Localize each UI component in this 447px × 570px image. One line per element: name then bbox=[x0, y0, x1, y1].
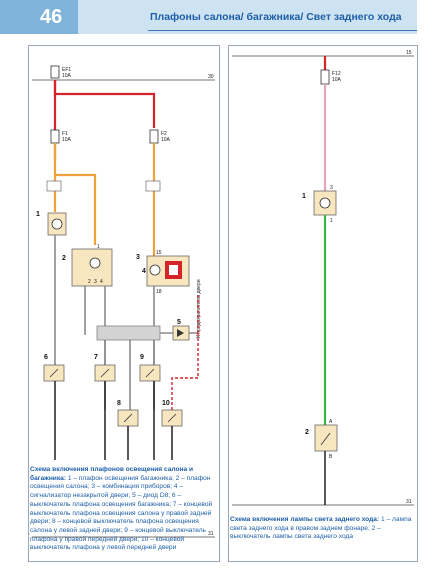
right-caption-text: 1 – лампа света заднего хода в правом за… bbox=[230, 516, 412, 541]
fuse-f12-id: F12 bbox=[332, 71, 341, 77]
header-rule bbox=[148, 30, 417, 31]
pin-2-a: 2 bbox=[88, 279, 91, 285]
left-bottom-bus-label: 31 bbox=[208, 531, 214, 537]
fuse-f12-rating: 10A bbox=[332, 77, 342, 83]
pin-r2-a: A bbox=[329, 419, 333, 425]
pin-3-28: 15 bbox=[156, 250, 162, 256]
wire-orange-2 bbox=[55, 173, 97, 245]
label-component-8: 8 bbox=[117, 400, 121, 407]
wire-red-main bbox=[53, 80, 156, 128]
header-bar bbox=[78, 0, 417, 34]
page-title: Плафоны салона/ багажника/ Свет заднего … bbox=[150, 11, 402, 23]
fuse-f12 bbox=[320, 69, 330, 85]
label-component-6: 6 bbox=[44, 354, 48, 361]
pin-r1-3: 3 bbox=[330, 185, 333, 191]
left-caption-title: Схема включения плафонов освещения салон… bbox=[30, 466, 194, 482]
left-caption-text: 1 – плафон освещения багажника; 2 – плаф… bbox=[30, 474, 213, 552]
fuse-ef1-id: EF1 bbox=[62, 67, 71, 73]
left-top-bus-label: 30 bbox=[208, 74, 214, 80]
label-right-component-1: 1 bbox=[302, 193, 306, 200]
left-caption: Схема включения плафонов освещения салон… bbox=[30, 466, 220, 553]
connector-2 bbox=[145, 180, 161, 192]
pin-r2-b: B bbox=[329, 454, 333, 460]
label-right-component-2: 2 bbox=[305, 429, 309, 436]
harness-label: К предохранителю двери bbox=[196, 279, 202, 338]
wires-grey bbox=[54, 235, 155, 410]
label-component-7: 7 bbox=[94, 354, 98, 361]
wire-red-dashed-2 bbox=[171, 333, 199, 410]
splice-block bbox=[96, 325, 161, 341]
label-component-9: 9 bbox=[140, 354, 144, 361]
right-caption-title: Схема включения лампы света заднего хода… bbox=[230, 516, 380, 523]
fuse-f2 bbox=[149, 129, 159, 144]
label-component-4: 4 bbox=[142, 268, 146, 275]
left-diagram-panel bbox=[28, 45, 220, 562]
component-2-interior-lamp bbox=[71, 248, 113, 287]
fuse-f1-id: F1 bbox=[62, 131, 68, 137]
label-component-3: 3 bbox=[136, 254, 140, 261]
label-component-1: 1 bbox=[36, 211, 40, 218]
fuse-ef1-rating: 10A bbox=[62, 73, 72, 79]
right-bottom-bus-label: 31 bbox=[406, 499, 412, 505]
label-component-2: 2 bbox=[62, 255, 66, 262]
page-number: 46 bbox=[0, 0, 78, 34]
connector-1 bbox=[46, 180, 62, 192]
right-top-bus-label: 15 bbox=[406, 50, 412, 56]
right-caption: Схема включения лампы света заднего хода… bbox=[230, 516, 418, 542]
pin-2-1: 1 bbox=[97, 244, 100, 250]
pin-3-18: 18 bbox=[156, 289, 162, 295]
wires-ground-left bbox=[54, 381, 173, 460]
fuse-f1 bbox=[50, 129, 60, 144]
pin-r1-1: 1 bbox=[330, 218, 333, 224]
label-component-10: 10 bbox=[162, 400, 170, 407]
pin-2-b: 3 bbox=[94, 279, 97, 285]
fuse-f2-id: F2 bbox=[161, 131, 167, 137]
fuse-f1-rating: 10A bbox=[62, 137, 72, 143]
right-diagram-panel bbox=[228, 45, 418, 562]
fuse-f2-rating: 10A bbox=[161, 137, 171, 143]
pin-2-c: 4 bbox=[100, 279, 103, 285]
label-component-5: 5 bbox=[177, 319, 181, 326]
fuse-ef1 bbox=[50, 65, 60, 79]
